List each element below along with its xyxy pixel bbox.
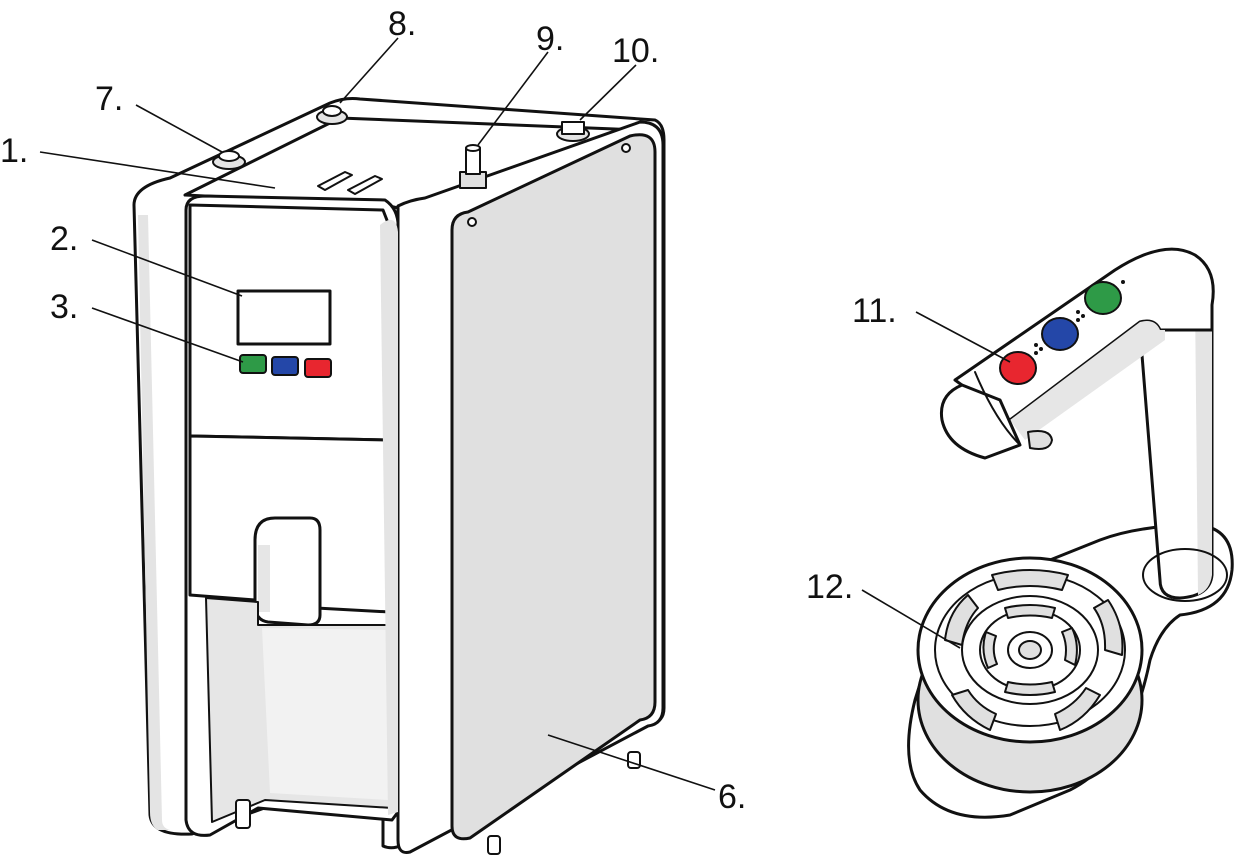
display-window (236, 289, 332, 346)
tap-pipe-vertical (1138, 298, 1214, 600)
callout-7: 7. (95, 80, 123, 118)
leader-12 (861, 589, 961, 649)
rear-frame-shade (138, 215, 170, 830)
outlet-block (253, 516, 322, 627)
leader-1 (39, 151, 276, 189)
connector-7 (212, 150, 246, 170)
tap-arm-shade (1010, 321, 1165, 440)
tap-button-blue (1041, 317, 1079, 351)
panel-screw-top-left (467, 217, 477, 227)
leader-3 (91, 307, 244, 363)
tap-unit (907, 247, 1234, 819)
foot-side-bottom (487, 835, 501, 855)
drip-grate (916, 556, 1144, 794)
connector-10 (556, 121, 590, 142)
leader-9 (477, 51, 549, 146)
top-vent-left (317, 171, 353, 191)
callout-9: 9. (536, 20, 564, 58)
outlet-shade (258, 545, 270, 612)
leader-10 (579, 64, 637, 121)
tap-spout (939, 383, 1022, 460)
button-red (304, 358, 332, 378)
callout-2: 2. (50, 220, 78, 258)
callout-labels: 1. 2. 3. 6. 7. 8. 9. 10. 11. 12. (0, 5, 897, 816)
button-blue (271, 356, 299, 376)
callout-3: 3. (50, 288, 78, 326)
side-frame-shade (380, 219, 398, 815)
tap-indicator-dots (1034, 280, 1125, 355)
leader-lines (39, 37, 1011, 791)
foot-front-left (235, 799, 251, 829)
lower-cavity-light (262, 628, 388, 800)
callout-6: 6. (718, 778, 746, 816)
callout-11: 11. (852, 292, 897, 330)
leader-11 (915, 311, 1011, 363)
callout-8: 8. (388, 5, 416, 43)
leader-2 (91, 239, 243, 297)
panel-screw-top-right (621, 143, 631, 153)
callout-12: 12. (806, 568, 853, 606)
leader-6 (547, 734, 716, 791)
tap-pipe-shade (1195, 300, 1212, 595)
side-panel (450, 133, 657, 841)
callout-1: 1. (0, 132, 28, 170)
boiler-unit (132, 97, 666, 855)
callout-10: 10. (612, 32, 659, 70)
connector-9 (459, 144, 487, 189)
tap-pipe-collar (1142, 548, 1228, 602)
tap-button-green (1084, 281, 1122, 315)
tap-spout-ring (974, 371, 1021, 446)
connector-8 (316, 105, 348, 125)
tap-spout-underside (1027, 430, 1053, 450)
button-green (239, 354, 267, 374)
leader-8 (339, 37, 399, 104)
tap-button-red (999, 351, 1037, 385)
leader-7 (135, 104, 223, 153)
foot-side-rear (627, 751, 641, 769)
top-vent-right (347, 175, 383, 195)
